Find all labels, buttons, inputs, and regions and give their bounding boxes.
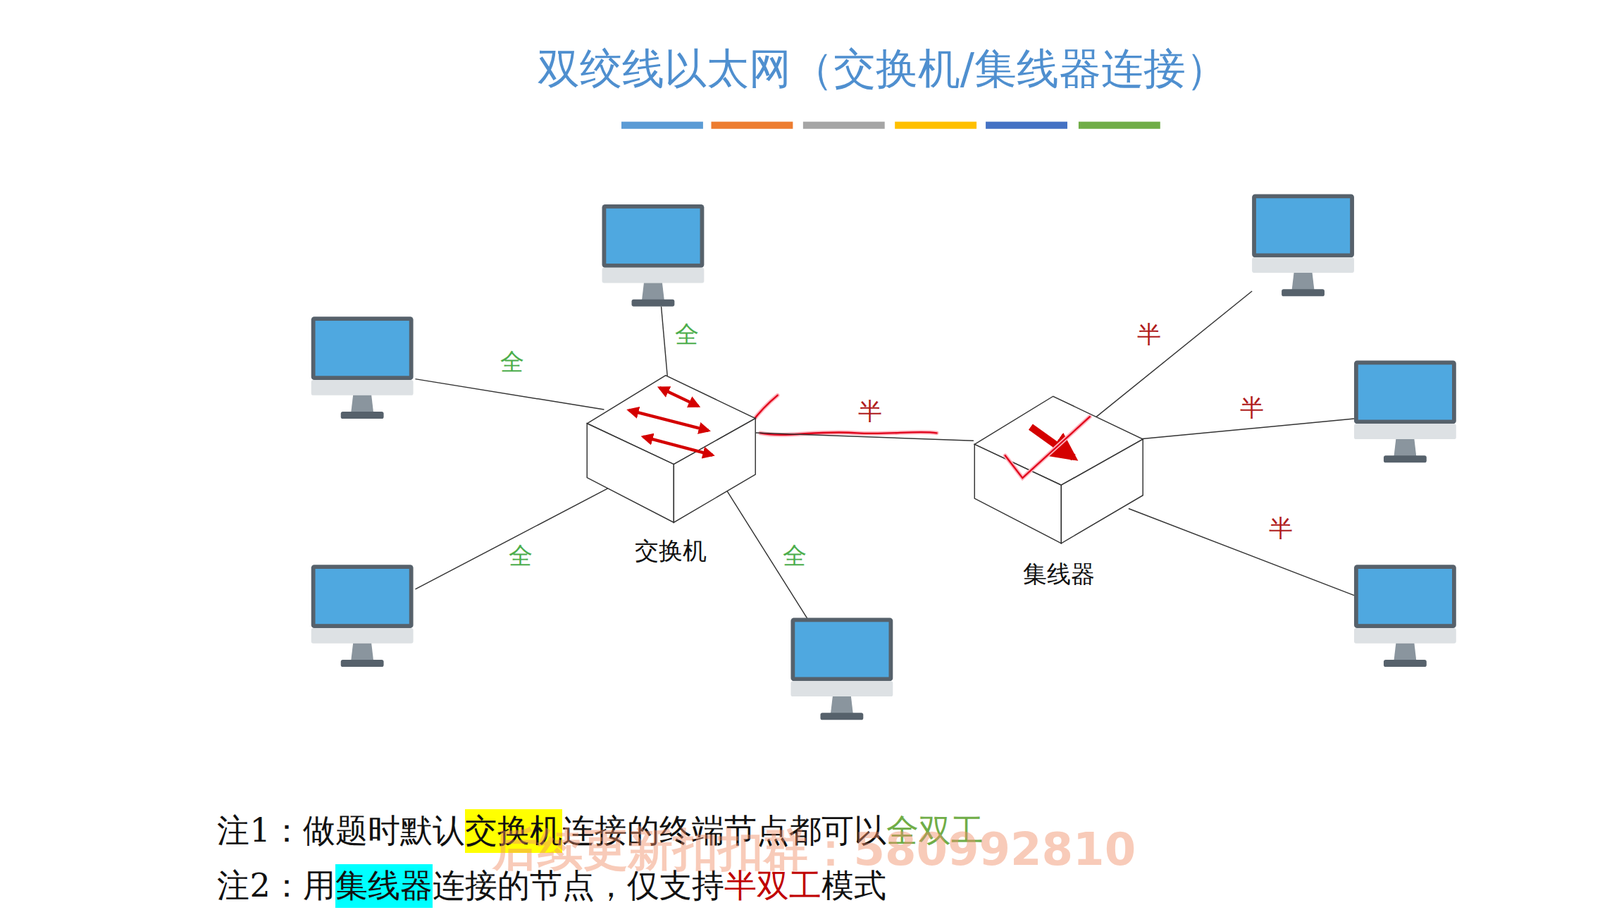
hub-node: 集线器 (969, 391, 1148, 591)
duplex-label: 全 (674, 318, 699, 351)
title: 双绞线以太网（交换机/集线器连接） (537, 40, 1229, 98)
hub-symbol (969, 391, 1148, 551)
switch-symbol (581, 369, 761, 527)
note-text: 集线器 (335, 863, 433, 908)
note-text: 注1：做题时默认 (216, 808, 465, 853)
duplex-label: 半 (1268, 512, 1293, 545)
switch-node: 交换机 (581, 369, 761, 567)
note-text: 注2：用 (216, 863, 335, 908)
color-bars (621, 121, 1161, 129)
duplex-label: 全 (500, 345, 525, 379)
duplex-label: 全 (782, 539, 807, 573)
computer-icons (311, 193, 1457, 720)
duplex-label: 半 (1137, 318, 1162, 351)
cables (414, 290, 1354, 620)
duplex-label: 全 (508, 539, 533, 573)
duplex-label: 半 (1239, 391, 1264, 425)
duplex-label: 半 (856, 395, 885, 428)
watermark: 后续更新扣扣群：580992810 (492, 818, 1136, 880)
device-label: 交换机 (581, 534, 761, 568)
device-label: 集线器 (969, 557, 1148, 591)
link-cable (755, 432, 974, 441)
